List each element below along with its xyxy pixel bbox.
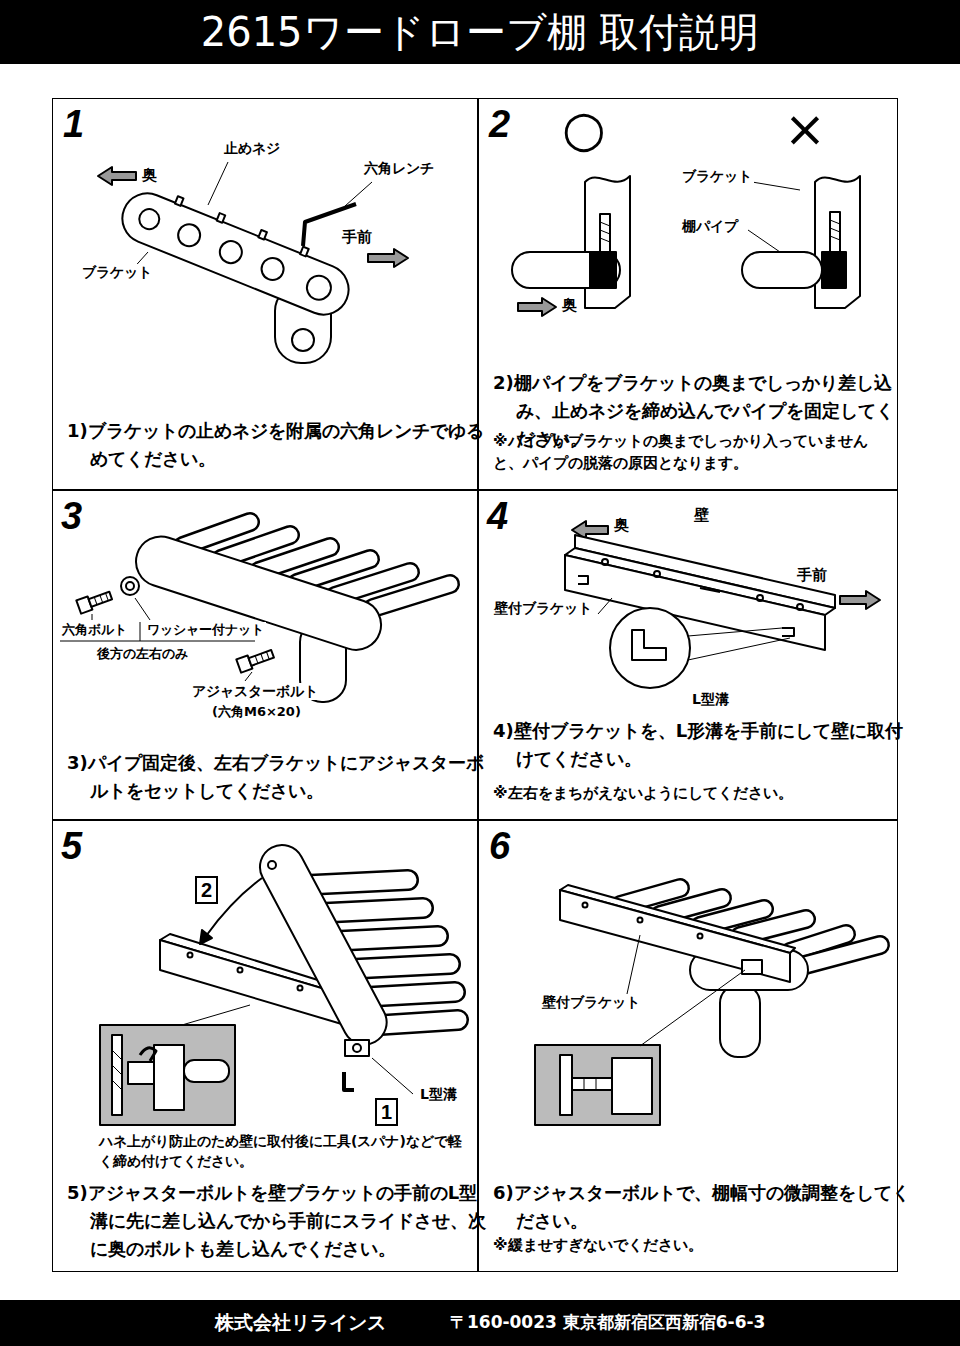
instruction-text: ※緩ませすぎないでください。 [493, 1235, 888, 1257]
part-label: 棚パイプ [680, 218, 740, 235]
step-panel: 66)アジャスターボルトで、棚幅寸の微調整をしてください。※緩ませすぎないでくだ… [478, 820, 898, 1272]
instruction-text: 1)ブラケットの止めネジを附属の六角レンチでゆるめてください。 [67, 417, 490, 473]
part-label: アジャスターボルト [190, 683, 320, 700]
part-label: 六角ボルト [60, 622, 129, 638]
instruction-text: ハネ上がり防止のため壁に取付後に工具(スパナ)などで軽く締め付けてください。 [99, 1131, 469, 1172]
part-label: L型溝 [690, 691, 731, 708]
step-number: 5 [61, 827, 121, 865]
part-label: 壁 [692, 506, 711, 524]
step-number: 3 [61, 497, 121, 535]
part-label: 壁付ブラケット [492, 600, 594, 617]
footer-band: 株式会社リラインス 〒160-0023 東京都新宿区西新宿6-6-3 [0, 1300, 960, 1346]
part-label: ワッシャー付ナット [145, 622, 266, 638]
ok-ng-symbol: ○ [560, 104, 608, 154]
instruction-text: ※パイプがブラケットの奥までしっかり入っていませんと、パイプの脱落の原因となりま… [493, 431, 888, 475]
instruction-text: 6)アジャスターボルトで、棚幅寸の微調整をしてください。 [493, 1179, 911, 1235]
part-label: 後方の左右のみ [95, 646, 190, 662]
part-label: ブラケット [680, 168, 754, 185]
instruction-text: 4)壁付ブラケットを、L形溝を手前にして壁に取付けてください。 [493, 717, 911, 773]
part-label: 止めネジ [222, 140, 282, 157]
part-label: L型溝 [418, 1086, 459, 1103]
callout-number: 1 [375, 1098, 398, 1126]
part-label: ブラケット [80, 264, 154, 281]
step-number: 2 [489, 105, 549, 143]
company-text: 株式会社リラインス [215, 1311, 386, 1334]
step-panel: 11)ブラケットの止めネジを附属の六角レンチでゆるめてください。 [52, 98, 478, 490]
step-panel: 44)壁付ブラケットを、L形溝を手前にして壁に取付けてください。※左右をまちがえ… [478, 490, 898, 820]
instruction-text: ※左右をまちがえないようにしてください。 [493, 783, 888, 805]
part-label: (六角M6×20) [210, 704, 303, 720]
part-label: 壁付ブラケット [540, 994, 642, 1011]
part-label: 奥 [140, 166, 159, 184]
step-number: 4 [487, 497, 547, 535]
title-band: 2615ワードローブ棚 取付説明 [0, 0, 960, 64]
part-label: 奥 [560, 296, 579, 314]
step-number: 6 [489, 827, 549, 865]
callout-number: 2 [195, 876, 218, 904]
part-label: 奥 [612, 516, 631, 534]
instruction-text: 5)アジャスターボルトを壁ブラケットの手前のL型溝に先に差し込んでから手前にスラ… [67, 1179, 490, 1263]
instruction-text: 3)パイプ固定後、左右ブラケットにアジャスターボルトをセットしてください。 [67, 749, 490, 805]
step-panel: 5ハネ上がり防止のため壁に取付後に工具(スパナ)などで軽く締め付けてください。5… [52, 820, 478, 1272]
part-label: 手前 [795, 566, 829, 584]
step-number: 1 [63, 105, 123, 143]
part-label: 手前 [340, 228, 374, 246]
part-label: 六角レンチ [362, 160, 436, 177]
company-text: 〒160-0023 東京都新宿区西新宿6-6-3 [450, 1312, 765, 1332]
ok-ng-symbol: × [782, 104, 828, 154]
step-panel: 22)棚パイプをブラケットの奥までしっかり差し込み、止めネジを締め込んでパイプを… [478, 98, 898, 490]
